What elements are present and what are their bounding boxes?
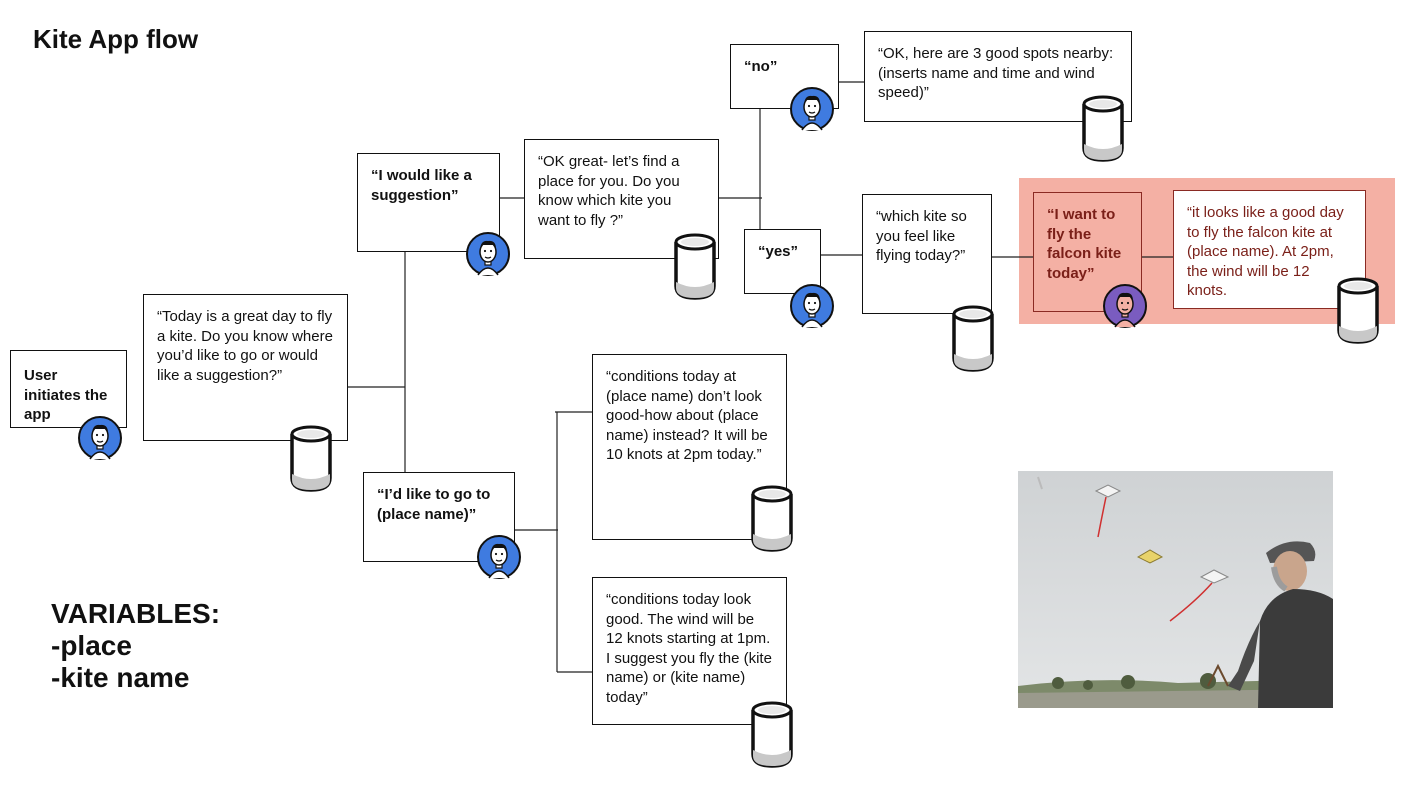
person-avatar-icon xyxy=(78,416,122,460)
person-avatar-icon xyxy=(790,87,834,131)
smart-speaker-icon xyxy=(952,305,994,372)
person-avatar-icon xyxy=(790,284,834,328)
variable-place: -place xyxy=(51,630,132,661)
variables-list: VARIABLES: -place -kite name xyxy=(51,598,220,694)
person-avatar-icon xyxy=(1103,284,1147,328)
page-title: Kite App flow xyxy=(33,24,199,54)
good-spots-response-node: “OK, here are 3 good spots nearby: (inse… xyxy=(864,31,1132,122)
person-avatar-icon xyxy=(466,232,510,276)
yes-answer-node: “yes” xyxy=(744,229,821,294)
smart-speaker-icon xyxy=(1082,95,1124,162)
which-kite-prompt-node: “which kite so you feel like flying toda… xyxy=(862,194,992,314)
smart-speaker-icon xyxy=(290,425,332,492)
smart-speaker-icon xyxy=(1337,277,1379,344)
kite-flying-photo xyxy=(1018,471,1333,708)
smart-speaker-icon xyxy=(674,233,716,300)
find-place-prompt-node: “OK great- let’s find a place for you. D… xyxy=(524,139,719,259)
variable-kite-name: -kite name xyxy=(51,662,190,693)
falcon-kite-response-node: “it looks like a good day to fly the fal… xyxy=(1173,190,1366,309)
person-avatar-icon xyxy=(477,535,521,579)
variables-heading: VARIABLES: xyxy=(51,598,221,629)
bad-conditions-response-node: “conditions today at (place name) don’t … xyxy=(592,354,787,540)
user-initiates-node: User initiates the app xyxy=(10,350,127,428)
kite-shape xyxy=(1094,484,1122,538)
smart-speaker-icon xyxy=(751,485,793,552)
intro-prompt-node: “Today is a great day to fly a kite. Do … xyxy=(143,294,348,441)
smart-speaker-icon xyxy=(751,701,793,768)
good-conditions-response-node: “conditions today look good. The wind wi… xyxy=(592,577,787,725)
